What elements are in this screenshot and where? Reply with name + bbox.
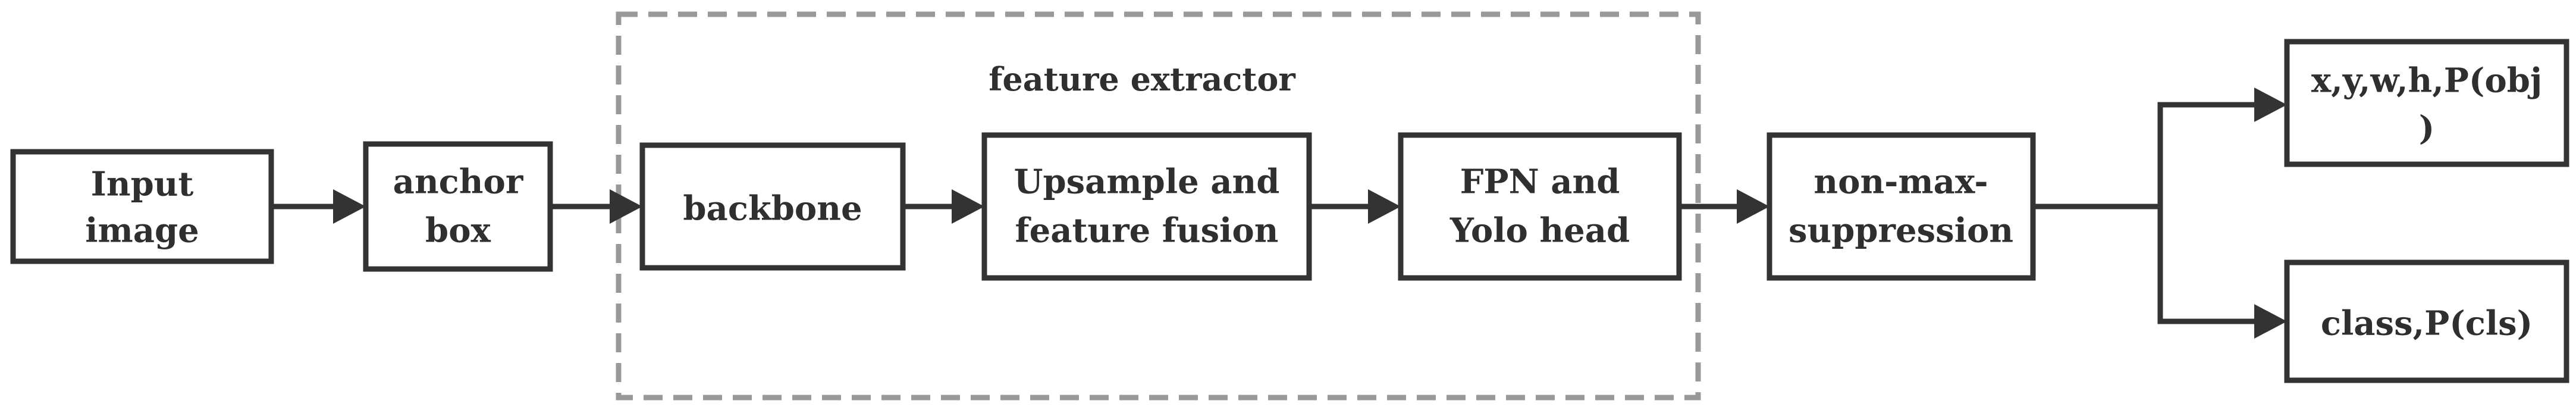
connectors xyxy=(271,87,2287,339)
nms-label-line-1: non-max- xyxy=(1813,162,1988,202)
input-image-box xyxy=(10,149,274,264)
anchor-box-label-line-2: box xyxy=(425,211,491,251)
class-output-label: class,P(cls) xyxy=(2321,304,2533,343)
branch-to-class-line xyxy=(2157,207,2257,324)
arrow-anchor-to-backbone-head xyxy=(610,189,642,224)
branch-to-class-head xyxy=(2254,304,2287,339)
arrow-backbone-to-upsample-head xyxy=(952,189,984,224)
class-output-box xyxy=(2284,259,2569,383)
backbone-box xyxy=(639,142,906,271)
arrow-input-to-anchor-head xyxy=(333,189,366,224)
feature-extractor-group xyxy=(616,11,1701,401)
backbone-label: backbone xyxy=(683,189,862,229)
fpn-yolo-head-label-line-1: FPN and xyxy=(1460,162,1620,202)
branch-to-bbox-head xyxy=(2254,87,2287,122)
arrow-upsample-to-fpn-head xyxy=(1368,189,1401,224)
input-image-label-line-2: image xyxy=(85,211,199,251)
nms-box xyxy=(1767,132,2036,281)
feature-extractor-label: feature extractor xyxy=(989,60,1295,98)
input-image-label-line-1: Input xyxy=(91,165,194,204)
anchor-box-box xyxy=(363,141,553,272)
fpn-yolo-head-label-line-2: Yolo head xyxy=(1449,211,1630,251)
bbox-output-label-line-1: x,y,w,h,P(obj xyxy=(2311,61,2542,101)
nms-label-line-2: suppression xyxy=(1789,211,2013,251)
arrow-fpn-to-nms-head xyxy=(1737,189,1769,224)
bbox-output-box xyxy=(2284,39,2569,167)
fpn-yolo-head-box xyxy=(1398,132,1682,281)
anchor-box-label-line-1: anchor xyxy=(393,162,524,202)
upsample-feature-fusion-box xyxy=(981,132,1312,281)
upsample-feature-fusion-label-line-2: feature fusion xyxy=(1015,211,1279,251)
upsample-feature-fusion-label-line-1: Upsample and xyxy=(1014,162,1280,202)
bbox-output-label-line-2: ) xyxy=(2419,109,2435,148)
branch-to-bbox-line xyxy=(2157,102,2257,207)
